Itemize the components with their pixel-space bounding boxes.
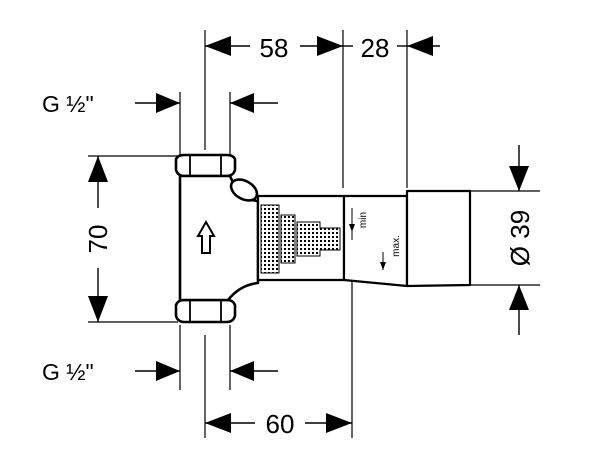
thread-label-top: G ½" <box>42 91 94 117</box>
dimension-58: 58 <box>260 33 289 63</box>
valve-body <box>174 153 472 324</box>
flow-arrow-icon <box>196 219 216 254</box>
dimension-bottom: 60 <box>205 409 352 439</box>
min-label: min <box>358 212 369 228</box>
thread-label-bottom: G ½" <box>42 359 94 385</box>
thread-bottom: G ½" <box>42 359 278 385</box>
dimension-60: 60 <box>266 409 295 439</box>
dimension-diameter-39: Ø 39 <box>505 210 535 266</box>
min-max-marks: min max. <box>349 208 402 270</box>
dimension-top: 58 28 <box>205 33 440 63</box>
extension-lines <box>88 30 540 438</box>
dimension-28: 28 <box>361 33 390 63</box>
hatched-seat <box>260 204 341 274</box>
dimension-left: 70 <box>83 156 113 322</box>
dimension-70: 70 <box>83 225 113 254</box>
max-label: max. <box>391 235 402 257</box>
dimension-right: Ø 39 <box>505 145 535 335</box>
thread-top: G ½" <box>42 91 278 117</box>
